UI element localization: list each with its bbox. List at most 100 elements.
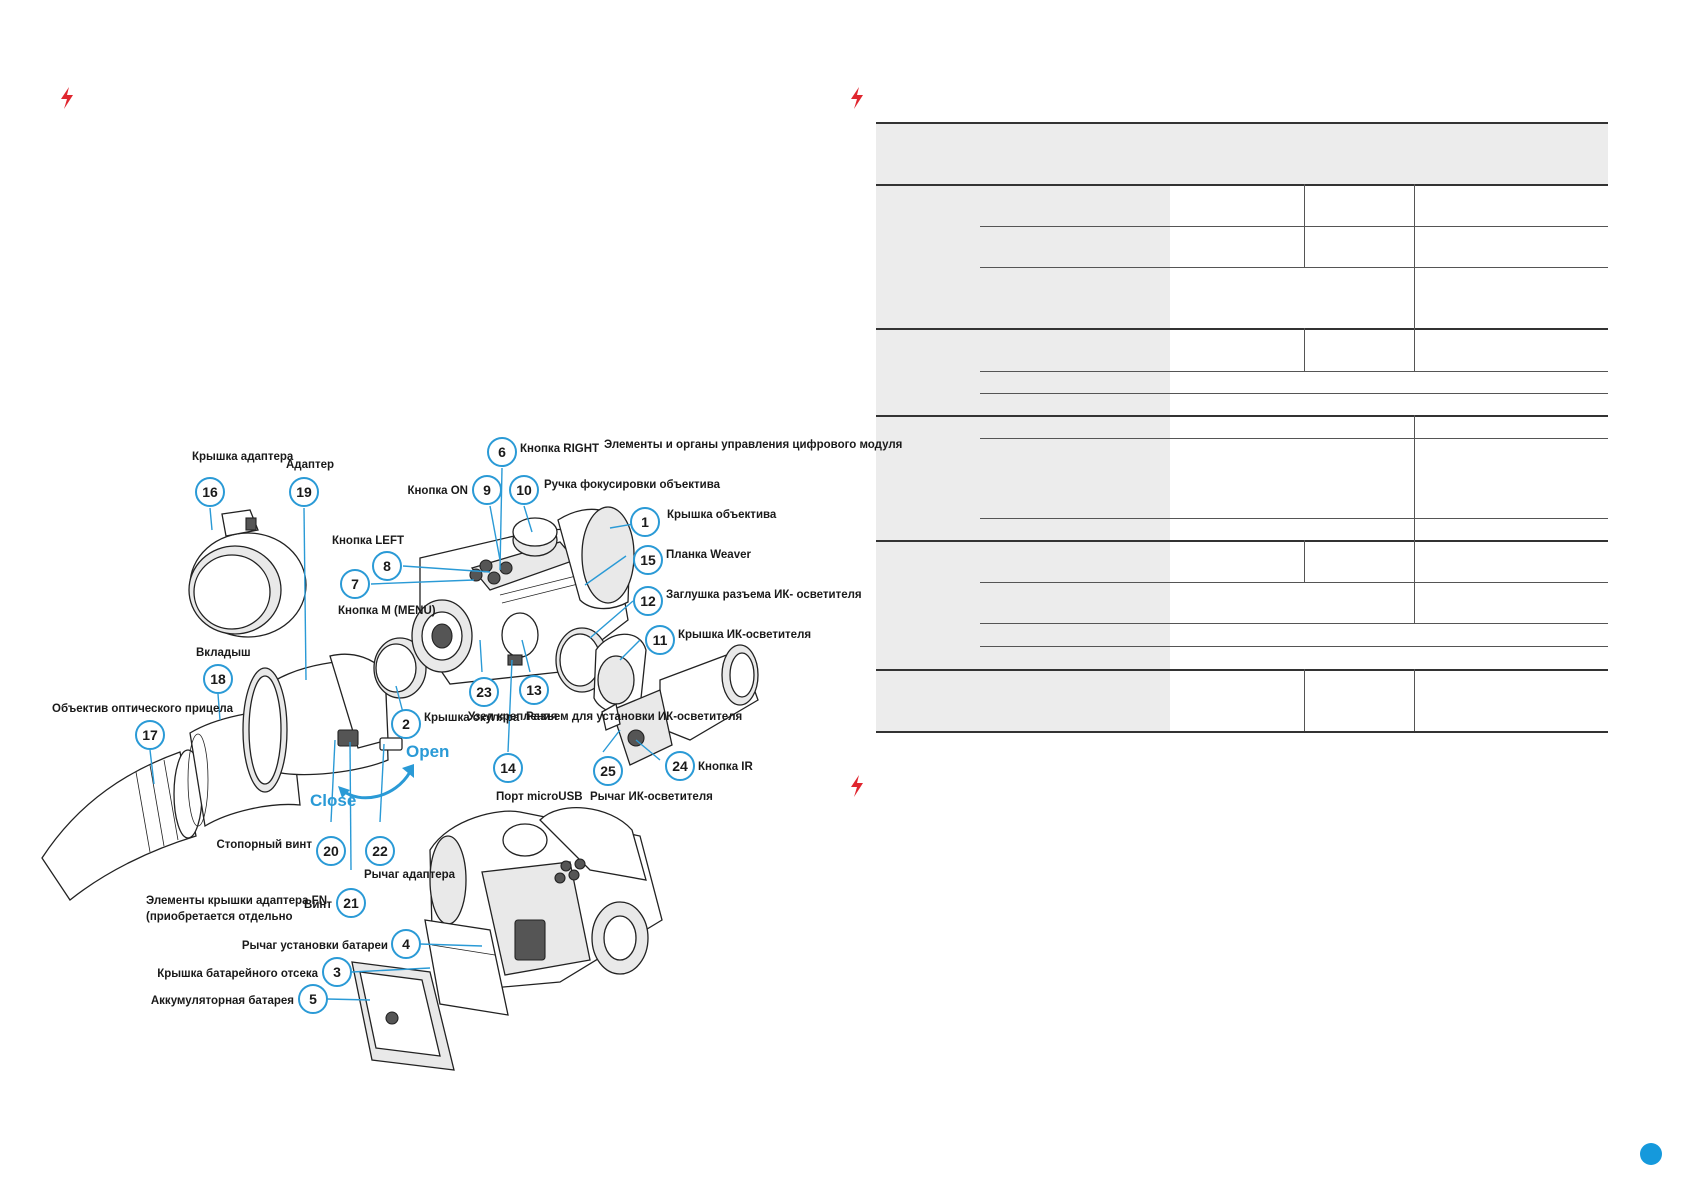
svg-text:23: 23 xyxy=(476,684,492,700)
label-5: Аккумуляторная батарея xyxy=(151,995,294,1007)
svg-text:13: 13 xyxy=(526,682,542,698)
svg-text:18: 18 xyxy=(210,671,226,687)
label-1: Крышка объектива xyxy=(667,509,777,521)
svg-text:17: 17 xyxy=(142,727,158,743)
svg-text:15: 15 xyxy=(640,552,656,568)
callout-24: 24 xyxy=(665,751,695,781)
svg-text:4: 4 xyxy=(402,936,410,952)
svg-text:20: 20 xyxy=(323,843,339,859)
battery-cover-drawing xyxy=(424,919,509,1016)
ir-illuminator-drawing xyxy=(601,644,759,766)
label-20: Стопорный винт xyxy=(216,839,312,851)
label-6: Кнопка RIGHT xyxy=(520,443,599,455)
label-21: Винт xyxy=(304,899,332,911)
label-16: Крышка адаптера xyxy=(192,451,294,463)
label-14: Порт microUSB xyxy=(496,791,583,803)
callout-14: 14 xyxy=(493,753,523,783)
svg-text:25: 25 xyxy=(600,763,616,779)
svg-text:19: 19 xyxy=(296,484,312,500)
svg-text:11: 11 xyxy=(653,632,668,648)
label-12: Заглушка разъема ИК- осветителя xyxy=(666,589,862,601)
svg-text:21: 21 xyxy=(343,895,359,911)
callout-10: 10 xyxy=(509,475,539,505)
digital-module-drawing xyxy=(411,506,635,685)
svg-text:16: 16 xyxy=(202,484,218,500)
callout-11: 11 xyxy=(645,625,675,655)
callout-23: 23 xyxy=(469,677,499,707)
lightning-bolt-icon xyxy=(61,87,73,109)
callout-7: 7 xyxy=(340,569,370,599)
lightning-bolt-icon xyxy=(851,87,863,109)
arrow-head-open xyxy=(402,764,414,778)
label-10: Ручка фокусировки объектива xyxy=(544,479,721,491)
fn-note-line2: (приобретается отдельно xyxy=(146,911,293,923)
riflescope-drawing xyxy=(41,749,203,901)
callout-4: 4 xyxy=(391,929,421,959)
callout-13: 13 xyxy=(519,675,549,705)
lightning-bolt-icon xyxy=(851,775,863,797)
label-23: Узел крепления xyxy=(468,711,557,723)
svg-text:2: 2 xyxy=(402,716,410,732)
callout-16: 16 xyxy=(195,477,225,507)
label-9: Кнопка ON xyxy=(407,485,468,497)
svg-text:12: 12 xyxy=(640,593,656,609)
adapter-cover-drawing xyxy=(188,509,307,638)
open-close-arrow xyxy=(341,771,412,800)
callout-25: 25 xyxy=(593,756,623,786)
callout-19: 19 xyxy=(289,477,319,507)
svg-text:8: 8 xyxy=(383,558,391,574)
callout-5: 5 xyxy=(298,984,328,1014)
table-header-band xyxy=(876,122,1608,184)
label-7: Кнопка M (MENU) xyxy=(338,605,436,617)
svg-text:3: 3 xyxy=(333,964,341,980)
svg-text:22: 22 xyxy=(372,843,388,859)
callout-22: 22 xyxy=(365,836,395,866)
label-3: Крышка батарейного отсека xyxy=(157,968,318,980)
svg-text:6: 6 xyxy=(498,444,506,460)
page-number-badge xyxy=(1640,1143,1662,1165)
label-17: Объектив оптического прицела xyxy=(52,703,234,715)
svg-text:24: 24 xyxy=(672,758,688,774)
fn-note-line1: Элементы крышки адаптера FN xyxy=(146,895,327,907)
label-13: Разъем для установки ИК-осветителя xyxy=(526,711,742,723)
ir-cover-drawing xyxy=(593,633,647,715)
callout-2: 2 xyxy=(391,709,421,739)
callout-12: 12 xyxy=(633,586,663,616)
callout-9: 9 xyxy=(472,475,502,505)
module-rear-view-drawing xyxy=(429,807,663,991)
callout-17: 17 xyxy=(135,720,165,750)
battery-drawing xyxy=(351,961,455,1071)
svg-text:14: 14 xyxy=(500,760,516,776)
label-8: Кнопка LEFT xyxy=(332,535,404,547)
svg-text:1: 1 xyxy=(641,514,649,530)
label-15: Планка Weaver xyxy=(666,549,751,561)
svg-text:7: 7 xyxy=(351,576,359,592)
arrow-head-close xyxy=(338,786,350,798)
open-label: Open xyxy=(406,742,449,761)
label-11: Крышка ИК-осветителя xyxy=(678,629,811,641)
table-label-column xyxy=(876,184,1170,732)
label-4: Рычаг установки батареи xyxy=(242,940,388,952)
callout-8: 8 xyxy=(372,551,402,581)
adapter-drawing xyxy=(242,653,403,793)
svg-text:9: 9 xyxy=(483,482,491,498)
specification-table xyxy=(876,122,1608,733)
label-18: Вкладыш xyxy=(196,647,251,659)
callout-1: 1 xyxy=(630,507,660,537)
label-22: Рычаг адаптера xyxy=(364,869,456,881)
label-19: Адаптер xyxy=(286,459,334,471)
callout-21: 21 xyxy=(336,888,366,918)
eyepiece-cover-drawing xyxy=(373,637,427,699)
callout-18: 18 xyxy=(203,664,233,694)
label-24: Кнопка IR xyxy=(698,761,753,773)
diagram-title: Элементы и органы управления цифрового м… xyxy=(604,439,902,451)
svg-text:10: 10 xyxy=(516,482,532,498)
label-25: Рычаг ИК-осветителя xyxy=(590,791,713,803)
callout-3: 3 xyxy=(322,957,352,987)
svg-text:5: 5 xyxy=(309,991,317,1007)
callout-20: 20 xyxy=(316,836,346,866)
callout-15: 15 xyxy=(633,545,663,575)
callout-6: 6 xyxy=(487,437,517,467)
label-2: Крышка окуляра xyxy=(424,712,520,724)
